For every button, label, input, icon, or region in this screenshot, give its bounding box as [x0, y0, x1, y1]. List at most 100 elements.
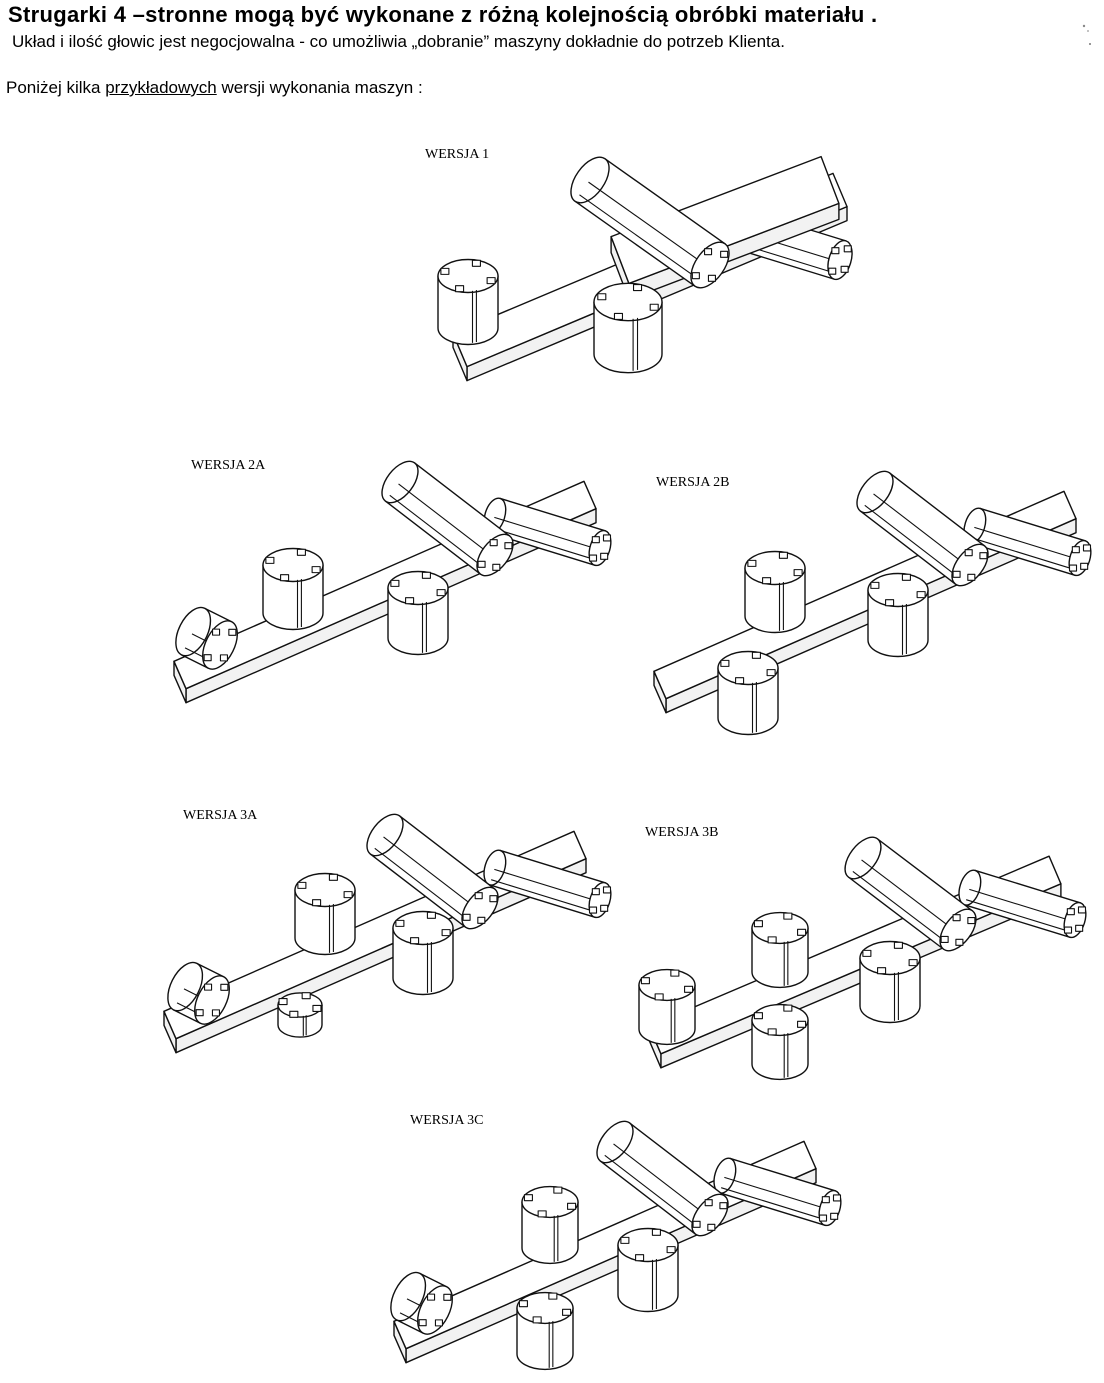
w3c-bottom-roller-slot-3	[832, 1194, 842, 1202]
w3a-top-roller	[366, 813, 499, 930]
w1-right-head-slot-0	[649, 303, 659, 311]
diagram-wersja-1	[437, 155, 853, 382]
w3a-bottom-roller-slot-2	[591, 888, 600, 896]
w3c-left-head-slot-0	[567, 1202, 577, 1210]
w2a-left-head-slot-1	[280, 574, 290, 582]
w1-bottom-roller-slot-2	[831, 247, 840, 255]
w3b-left-head-slot-0	[797, 928, 807, 936]
w2a-left-head	[262, 547, 324, 631]
w2a-left-head-slot-3	[296, 548, 306, 556]
w3c-bottom-roller-groove-0	[720, 1187, 827, 1221]
w1-left-head-slot-2	[440, 267, 450, 275]
w3a-bottom-roller-slot-1	[588, 906, 598, 914]
w3b-bottom-roller	[958, 869, 1087, 939]
w1-top-roller-back	[570, 156, 610, 204]
w3b-left-head-top	[751, 911, 809, 945]
w2a-front-head-slot-0	[219, 654, 228, 662]
version-label-w2a: WERSJA 2A	[191, 458, 266, 473]
w2b-right-head-slot-0	[916, 591, 926, 599]
w2a-right-head-slot-2	[390, 579, 400, 587]
intro-text: Poniżej kilka przykładowych wersji wykon…	[6, 78, 423, 98]
w3a-left-head-body	[294, 889, 356, 956]
w3b-front-head-body	[751, 1019, 809, 1081]
w3c-front-head-slot-3	[443, 1293, 452, 1301]
w3c-left-head-slot-1	[537, 1210, 547, 1218]
w3a-front-head-back	[167, 961, 204, 1012]
w3b-top-roller-slot-3	[967, 917, 976, 925]
w2b-right-head-slot-2	[870, 581, 880, 589]
w3b-right-head-body	[859, 957, 921, 1024]
w3b-right-head	[859, 940, 921, 1024]
w2a-right-head-body	[387, 587, 449, 656]
w3a-left-head-slot-1	[312, 899, 322, 907]
w1-left-head-body	[437, 275, 499, 346]
page-subtitle: Układ i ilość głowic jest negocjowalna -…	[12, 32, 785, 51]
w2b-top-roller-slot-2	[964, 549, 973, 557]
w1-right-head-top	[593, 282, 663, 322]
w1-right-head-slot-2	[597, 293, 607, 301]
w2b-right-head-top	[867, 572, 929, 608]
w1-left-head-slot-3	[471, 259, 481, 267]
w2b-right-head	[867, 572, 929, 658]
w3b-bottom-roller-slot-3	[1077, 906, 1087, 914]
w3c-front-vhead-top	[516, 1291, 574, 1325]
w3c-left-head-body	[521, 1201, 579, 1265]
w3a-right-head-slot-0	[441, 929, 451, 937]
w1-left-head	[437, 258, 499, 346]
w1-left-head-top	[437, 258, 499, 294]
w3c-front-vhead-slot-2	[518, 1300, 528, 1308]
diagram-wersja-2a	[173, 460, 612, 704]
w3a-left-head	[294, 872, 356, 956]
w1-right-head-slot-3	[632, 284, 643, 292]
w2a-top-roller-slot-2	[489, 539, 498, 547]
w3c-bottom-roller-slot-0	[830, 1212, 839, 1220]
w3b-top-roller-slot-1	[940, 935, 949, 943]
diagram-wersja-3b	[638, 836, 1087, 1081]
diagram-wersja-3c	[390, 1120, 842, 1371]
diagram-wersja-3a	[163, 813, 612, 1054]
w3b-top-roller-face	[939, 908, 977, 952]
w2b-top-roller-groove-1	[873, 493, 969, 568]
w3c-bottom-roller-groove-1	[724, 1176, 830, 1211]
version-label-w2b: WERSJA 2B	[656, 475, 730, 490]
w2b-top-roller-slot-3	[979, 552, 988, 560]
w3b-left-head-slot-2	[753, 920, 763, 928]
w3b-front-head-slot-0	[797, 1020, 807, 1028]
w3a-top-roller-slot-1	[462, 913, 471, 921]
w3c-front-vhead-slot-0	[562, 1308, 572, 1316]
w3a-left-head-top	[294, 872, 356, 908]
w3c-front-vhead-slot-3	[548, 1292, 558, 1300]
diagram-wersja-2b	[653, 470, 1092, 736]
w3c-top-roller-slot-3	[719, 1202, 728, 1210]
w2b-left-head-top	[744, 550, 806, 586]
w2b-top-roller-groove-0	[864, 504, 961, 579]
w2b-right-head-slot-1	[885, 599, 895, 607]
w3b-top-roller	[844, 836, 977, 952]
w2b-bottom-roller-groove-0	[970, 537, 1077, 571]
w3b-far-head-slot-2	[640, 977, 650, 985]
w3b-bottom-roller-groove-0	[965, 899, 1072, 933]
w3a-left-head-slot-2	[297, 881, 307, 889]
w2a-top-roller-groove-0	[389, 494, 486, 569]
w3b-front-head-slot-1	[767, 1028, 777, 1036]
w1-left-head-slot-0	[486, 277, 496, 285]
w3a-right-head-top	[392, 910, 454, 946]
w3c-front-head	[390, 1271, 453, 1335]
w3c-top-roller-slot-0	[707, 1223, 716, 1231]
w3b-right-head-slot-1	[877, 967, 887, 975]
w2a-top-roller-slot-3	[504, 542, 513, 550]
w2b-front-head-body	[717, 667, 779, 736]
w3c-left-head-slot-2	[523, 1194, 533, 1202]
w3a-right-head-body	[392, 927, 454, 996]
w3a-right-head-slot-3	[426, 911, 436, 919]
w3c-left-head	[521, 1185, 579, 1265]
w3c-front-head-back	[390, 1271, 427, 1322]
w2a-right-head	[387, 570, 449, 656]
w2a-front-head-back	[175, 606, 212, 657]
w2b-left-head-slot-0	[793, 569, 803, 577]
w3a-front-head-slot-1	[195, 1009, 204, 1017]
w2b-left-head	[744, 550, 806, 634]
w1-top-roller-groove-1	[588, 181, 709, 268]
w3c-bottom-roller-slot-1	[818, 1214, 828, 1222]
w3a-right-head-slot-2	[395, 919, 405, 927]
